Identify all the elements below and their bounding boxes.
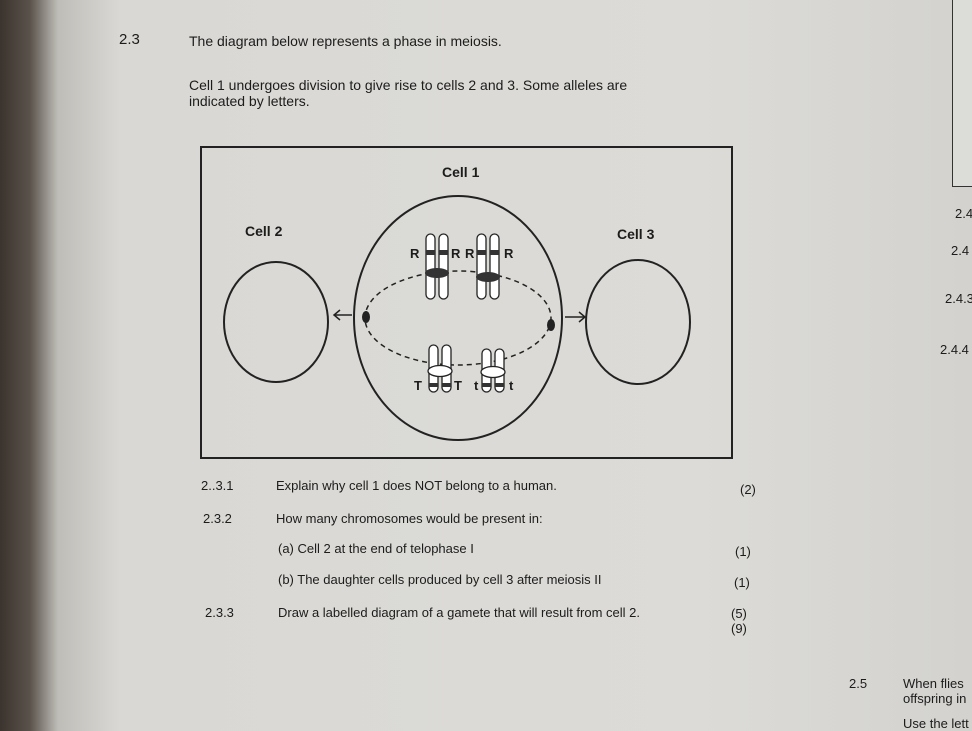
allele-R-3: R	[465, 246, 475, 261]
subq-2-text: How many chromosomes would be present in…	[276, 511, 543, 526]
chromosome-pair-top-right	[476, 233, 500, 300]
side-q-1: 2.4	[955, 206, 972, 221]
subq-2b-text: (b) The daughter cells produced by cell …	[278, 572, 602, 587]
subq-2a-marks: (1)	[735, 544, 751, 559]
adjacent-page-edge	[952, 0, 972, 187]
chromosome-pair-top-left	[425, 233, 449, 300]
subq-1-text: Explain why cell 1 does NOT belong to a …	[276, 478, 557, 493]
cell2	[223, 261, 329, 383]
question-intro: The diagram below represents a phase in …	[189, 33, 502, 49]
next-question-line3: Use the lett	[903, 716, 969, 731]
next-question-number: 2.5	[849, 676, 868, 691]
question-desc-line1: Cell 1 undergoes division to give rise t…	[189, 77, 628, 93]
allele-t-2: t	[509, 378, 514, 393]
diagram-frame	[200, 146, 733, 459]
subq-3-marks: (5)	[731, 606, 747, 621]
next-question-line2: offspring in	[903, 691, 967, 706]
subq-2a-text: (a) Cell 2 at the end of telophase I	[278, 541, 474, 556]
subq-2b-marks: (1)	[734, 575, 750, 590]
allele-t-1: t	[474, 378, 479, 393]
cell2-label: Cell 2	[245, 223, 283, 239]
spindle	[364, 270, 552, 366]
side-q-4: 2.4.4	[940, 342, 969, 357]
centriole-left	[362, 311, 370, 323]
arrow-to-cell2	[332, 309, 352, 321]
centriole-right	[547, 319, 555, 331]
question-number: 2.3	[119, 31, 140, 48]
chromosome-pair-bottom-left	[427, 344, 453, 393]
chromosome-pair-bottom-right	[480, 348, 506, 393]
subq-3-number: 2.3.3	[205, 605, 234, 620]
allele-R-2: R	[451, 246, 461, 261]
arrow-to-cell3	[565, 311, 587, 323]
allele-R-4: R	[504, 246, 514, 261]
allele-R-1: R	[410, 246, 420, 261]
cell1	[353, 195, 563, 441]
subq-2-number: 2.3.2	[203, 511, 232, 526]
cell3-label: Cell 3	[617, 226, 655, 242]
side-q-3: 2.4.3	[945, 291, 972, 306]
question-desc-line2: indicated by letters.	[189, 93, 310, 109]
next-question-line1: When flies	[903, 676, 964, 691]
total-marks: (9)	[731, 621, 747, 636]
cell1-label: Cell 1	[442, 164, 480, 180]
cell3	[585, 259, 691, 385]
allele-T-1: T	[414, 378, 422, 393]
subq-1-marks: (2)	[740, 482, 756, 497]
subq-1-number: 2..3.1	[201, 478, 234, 493]
side-q-2: 2.4	[951, 243, 970, 258]
allele-T-2: T	[454, 378, 462, 393]
subq-3-text: Draw a labelled diagram of a gamete that…	[278, 605, 640, 620]
